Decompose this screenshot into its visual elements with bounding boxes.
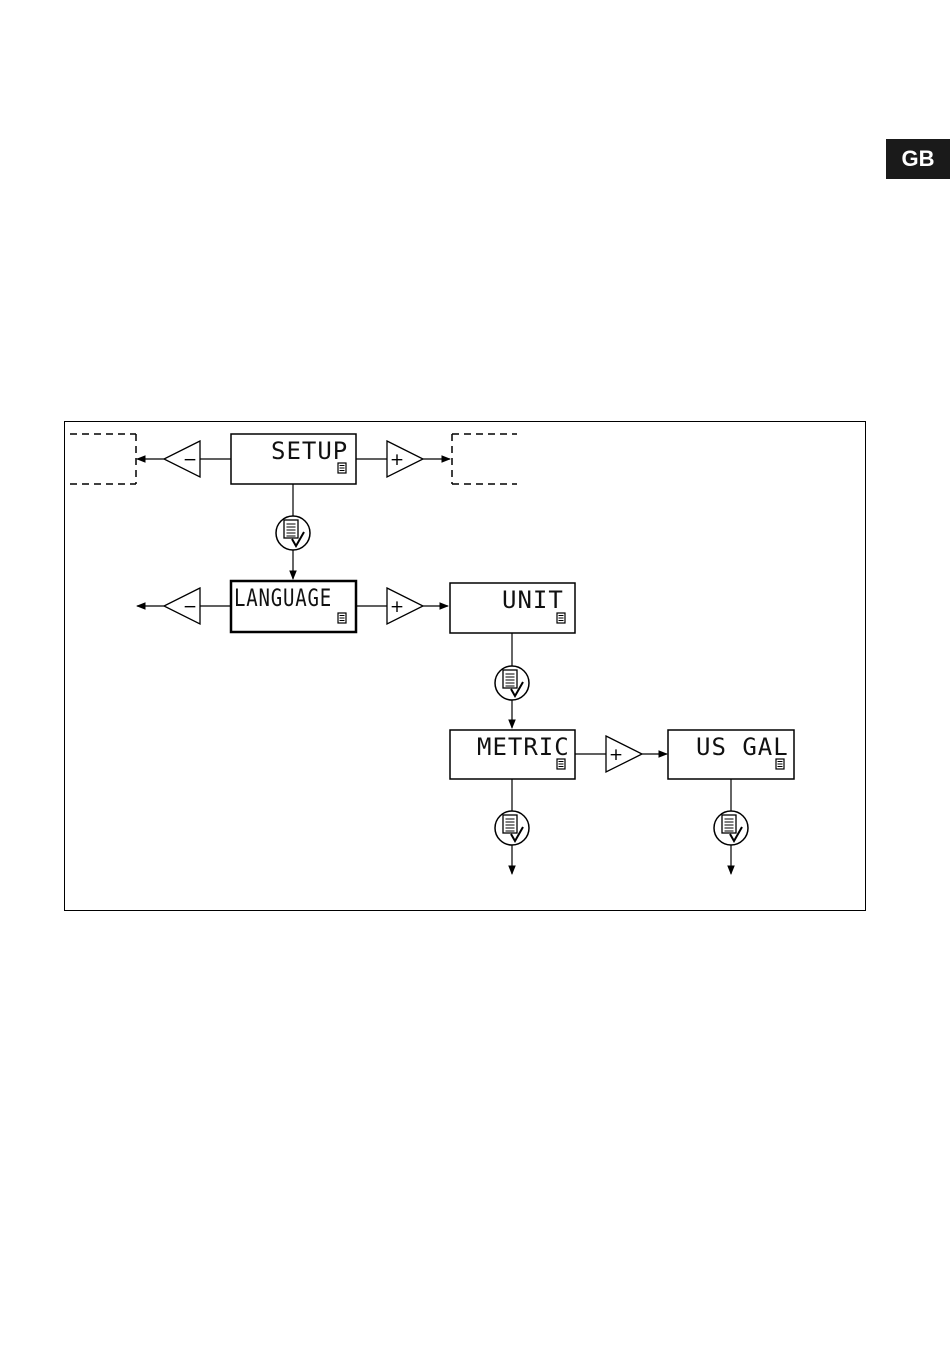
setup-display: SETUP [231, 434, 356, 484]
plus-button-setup[interactable]: + [387, 441, 423, 477]
next-menu-placeholder [452, 434, 517, 484]
minus-label: − [183, 450, 197, 470]
enter-icon[interactable] [714, 811, 748, 845]
enter-icon[interactable] [276, 516, 310, 550]
minus-button-setup[interactable]: − [164, 441, 200, 477]
us-gal-display: US GAL [668, 730, 794, 779]
unit-display: UNIT [450, 583, 575, 633]
language-display: LANGUAGE [231, 581, 356, 632]
language-display-text: LANGUAGE [234, 584, 332, 612]
plus-button-metric[interactable]: + [606, 736, 642, 772]
metric-display: METRIC [450, 730, 575, 779]
minus-button-language[interactable]: − [164, 588, 200, 624]
enter-icon[interactable] [495, 666, 529, 700]
metric-display-text: METRIC [477, 733, 570, 761]
enter-icon[interactable] [495, 811, 529, 845]
plus-label: + [609, 745, 623, 765]
plus-label: + [390, 450, 404, 470]
setup-display-text: SETUP [271, 437, 348, 465]
minus-label: − [183, 597, 197, 617]
plus-button-language[interactable]: + [387, 588, 423, 624]
plus-label: + [390, 597, 404, 617]
prev-menu-placeholder [70, 434, 136, 484]
us-gal-display-text: US GAL [696, 733, 789, 761]
unit-display-text: UNIT [502, 586, 564, 614]
